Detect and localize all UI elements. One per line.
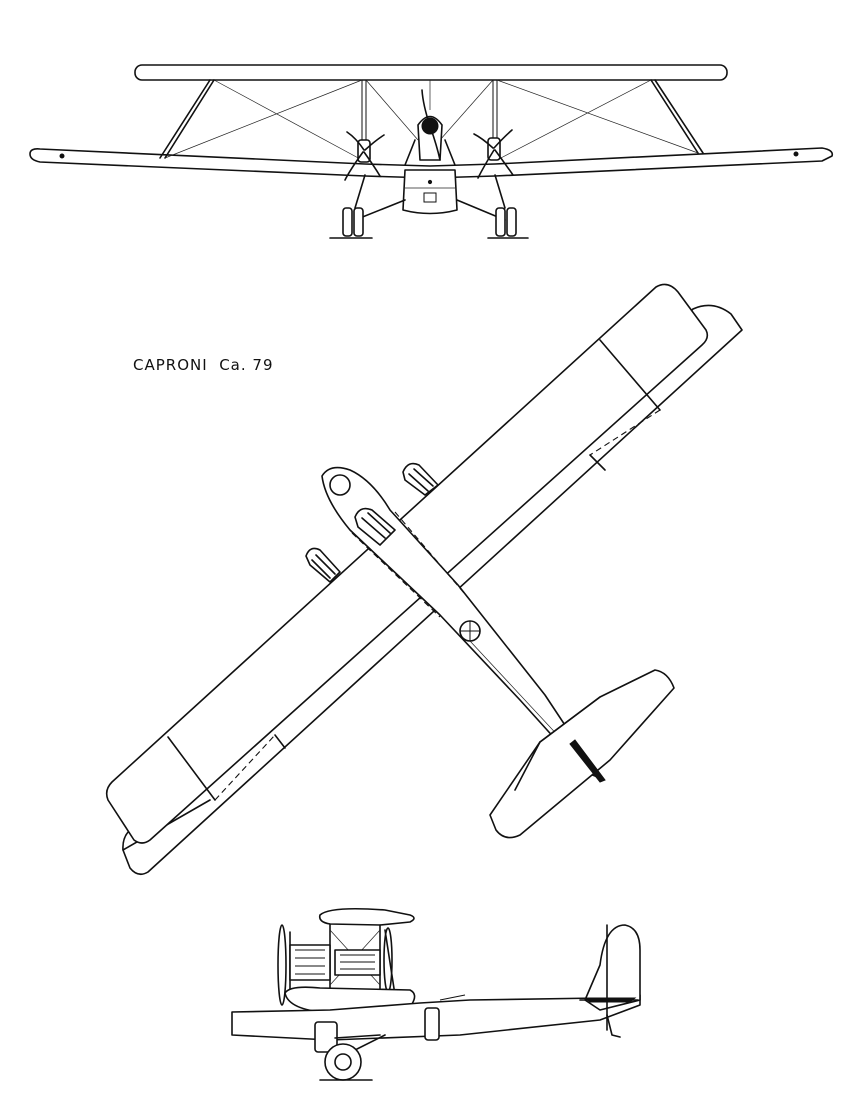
side-engine (277, 924, 393, 1006)
aircraft-caption: CAPRONI Ca. 79 (133, 356, 274, 374)
side-view (231, 907, 641, 1081)
plan-view (105, 283, 743, 876)
front-wingtip-mark-right (793, 151, 799, 157)
side-tailplane (583, 997, 637, 1003)
front-upper-wing (134, 64, 728, 81)
plan-engine-center (354, 507, 396, 546)
front-fuselage (402, 169, 458, 215)
side-undercarriage (314, 1021, 386, 1081)
front-bracing-wires (164, 79, 699, 161)
front-right-engine (473, 129, 514, 179)
side-fin (584, 924, 641, 1011)
plan-engine-right (402, 462, 439, 496)
side-upper-wing (318, 907, 415, 926)
plan-fuselage-hidden-line-1 (351, 532, 441, 618)
front-wingtip-mark-left (59, 153, 65, 159)
side-tailskid (606, 1014, 621, 1038)
front-view (29, 64, 834, 239)
front-left-engine (344, 131, 385, 181)
plan-fin (569, 739, 606, 783)
plan-fuselage (321, 466, 601, 779)
plan-engine-left (305, 547, 341, 583)
front-center-engine (404, 89, 456, 166)
side-window (424, 1007, 440, 1041)
model-designation: Ca. 79 (219, 356, 274, 374)
plan-ailerons (167, 339, 661, 801)
front-undercarriage (329, 174, 529, 239)
designer-name: CAPRONI (133, 356, 208, 374)
plan-nose-turret (329, 474, 351, 496)
